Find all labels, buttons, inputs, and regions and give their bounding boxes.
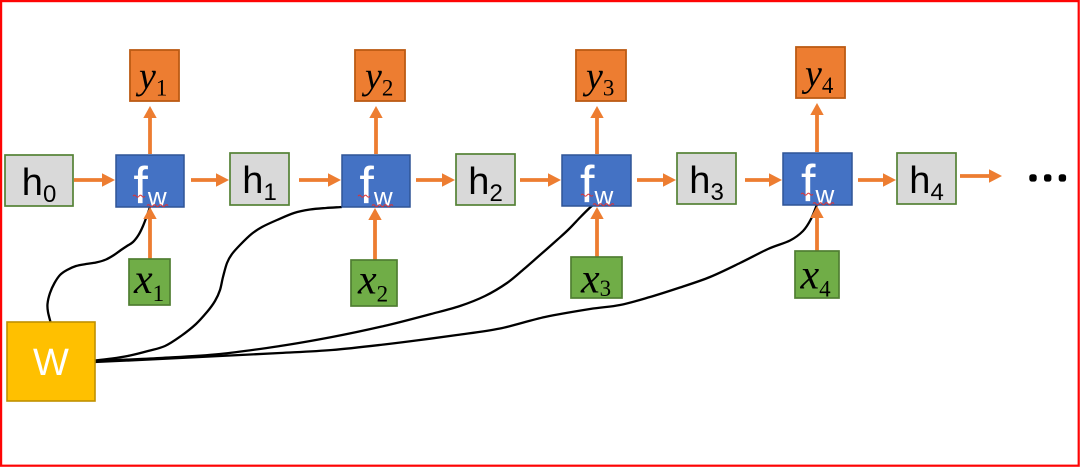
- svg-text:W: W: [33, 342, 69, 384]
- svg-text:h2: h2: [468, 161, 503, 207]
- svg-text:x4: x4: [800, 253, 832, 302]
